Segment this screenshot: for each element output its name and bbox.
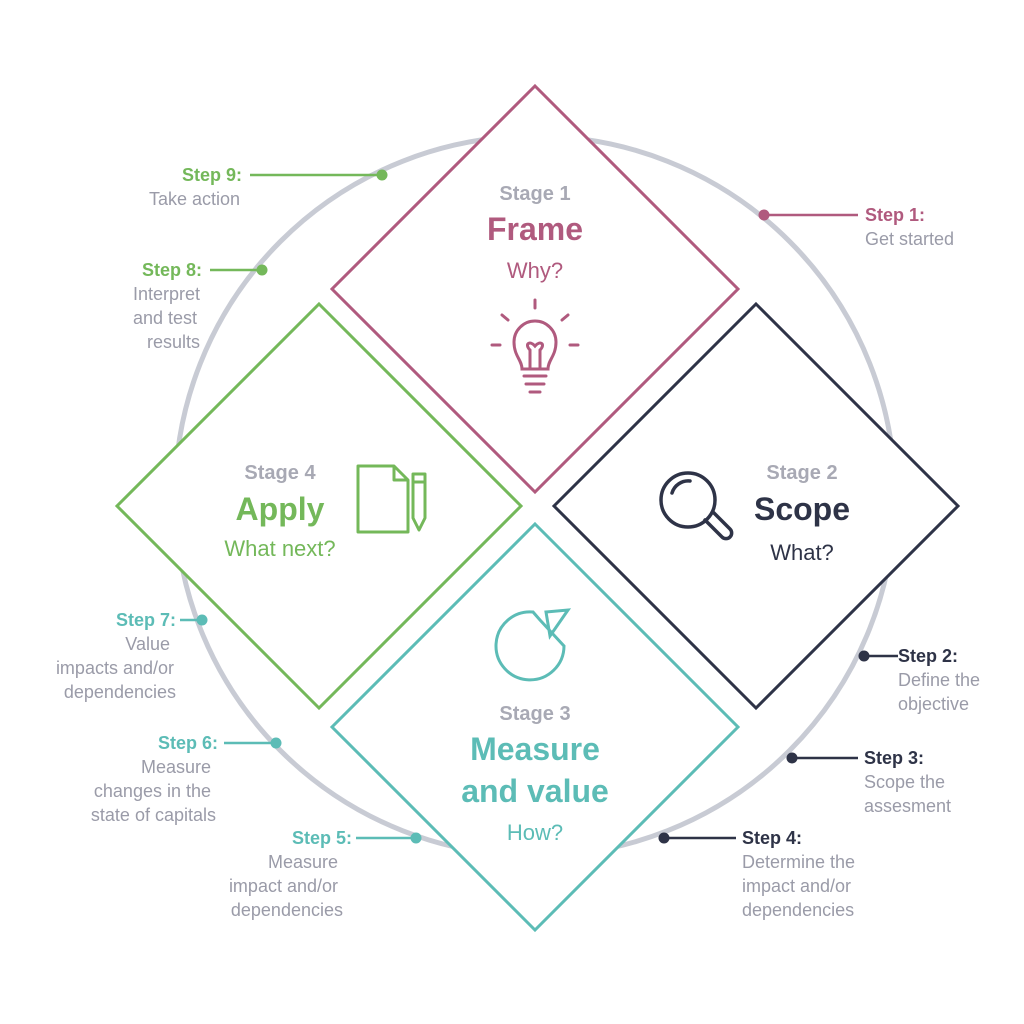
step9-title: Step 9:: [182, 165, 242, 185]
stage3-name-line2: and value: [461, 773, 609, 809]
step6-desc-line2: changes in the: [94, 781, 211, 801]
step7-connector: [180, 614, 208, 626]
step5-desc-line1: Measure: [268, 852, 338, 872]
step6-title: Step 6:: [158, 733, 218, 753]
step6-desc-line3: state of capitals: [91, 805, 216, 825]
step5-desc-line2: impact and/or: [229, 876, 338, 896]
step5-connector: [356, 832, 422, 844]
step3-connector: [786, 752, 858, 764]
step1-connector: [758, 209, 858, 221]
document-pencil-icon: [356, 464, 427, 534]
step2-desc-line1: Define the: [898, 670, 980, 690]
step8-desc-line3: results: [147, 332, 200, 352]
step9-connector: [250, 169, 388, 181]
step8-title: Step 8:: [142, 260, 202, 280]
step7-desc-line3: dependencies: [64, 682, 176, 702]
step4-desc-line2: impact and/or: [742, 876, 851, 896]
step3-desc-line2: assesment: [864, 796, 951, 816]
stage2-name: Scope: [754, 491, 850, 527]
stage3-measure-diamond: [329, 521, 741, 933]
step3-title: Step 3:: [864, 748, 924, 768]
step7-desc-line2: impacts and/or: [56, 658, 174, 678]
stage1-question: Why?: [507, 258, 563, 283]
step5-title: Step 5:: [292, 828, 352, 848]
stage1-frame-diamond: [329, 83, 741, 495]
stage1-name: Frame: [487, 211, 583, 247]
step6-desc-line1: Measure: [141, 757, 211, 777]
stage3-question: How?: [507, 820, 563, 845]
stage1-label: Stage 1: [499, 183, 570, 205]
step1-desc-line1: Get started: [865, 229, 954, 249]
step4-desc-line3: dependencies: [742, 900, 854, 920]
step9-desc-line1: Take action: [149, 189, 240, 209]
step7-desc-line1: Value: [125, 634, 170, 654]
step5-desc-line3: dependencies: [231, 900, 343, 920]
step4-title: Step 4:: [742, 828, 802, 848]
stage2-question: What?: [770, 540, 834, 565]
stage2-label: Stage 2: [766, 462, 837, 484]
step6-connector: [224, 737, 282, 749]
stage4-apply-diamond: [114, 301, 524, 711]
step8-connector: [210, 264, 268, 276]
step1-title: Step 1:: [865, 205, 925, 225]
stage4-label: Stage 4: [244, 462, 316, 484]
magnifier-icon: [659, 471, 734, 541]
step8-desc-line2: and test: [133, 308, 197, 328]
lightbulb-icon: [490, 298, 580, 394]
stage4-name: Apply: [236, 491, 325, 527]
stage4-question: What next?: [224, 536, 335, 561]
stage3-name-line1: Measure: [470, 731, 600, 767]
step8-desc-line1: Interpret: [133, 284, 200, 304]
step4-desc-line1: Determine the: [742, 852, 855, 872]
stage3-label: Stage 3: [499, 703, 570, 725]
step2-title: Step 2:: [898, 646, 958, 666]
stage2-scope-diamond: [551, 301, 961, 711]
pie-chart-icon: [494, 608, 572, 682]
step2-desc-line2: objective: [898, 694, 969, 714]
step7-title: Step 7:: [116, 610, 176, 630]
step3-desc-line1: Scope the: [864, 772, 945, 792]
step4-connector: [658, 832, 736, 844]
step2-connector: [858, 650, 898, 662]
